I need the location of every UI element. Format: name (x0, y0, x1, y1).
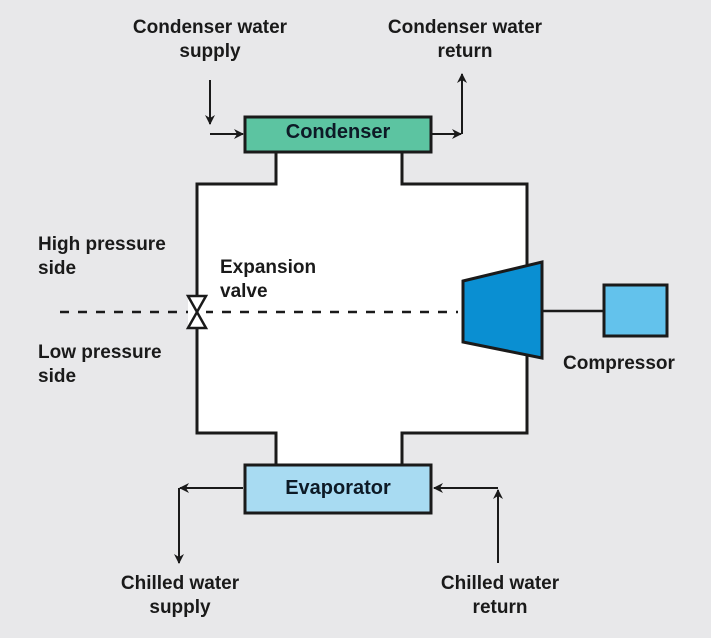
condenser-water-return-label: Condenser water return (387, 17, 543, 62)
chilled-water-return-arrow (433, 483, 503, 563)
condenser-water-supply-label: Condenser water supply (132, 17, 288, 62)
expansion-valve-label: Expansion valve (220, 257, 317, 302)
chilled-water-supply-label: Chilled water supply (120, 573, 240, 618)
condenser-box (243, 115, 433, 154)
evaporator-box (243, 463, 433, 515)
chilled-water-supply-arrow (174, 483, 243, 564)
compressor-icon (458, 260, 544, 360)
motor-box (602, 283, 669, 338)
condenser-water-return-arrow (432, 73, 467, 139)
chilled-water-return-label: Chilled water return (440, 573, 560, 618)
high-pressure-side-label: High pressure side (38, 234, 166, 279)
condenser-label: Condenser (285, 121, 391, 143)
compressor-label: Compressor (563, 353, 675, 374)
evaporator-label: Evaporator (285, 477, 391, 499)
condenser-water-supply-arrow (205, 80, 244, 139)
expansion-valve-icon (185, 294, 209, 330)
low-pressure-side-label: Low pressure side (38, 342, 162, 387)
